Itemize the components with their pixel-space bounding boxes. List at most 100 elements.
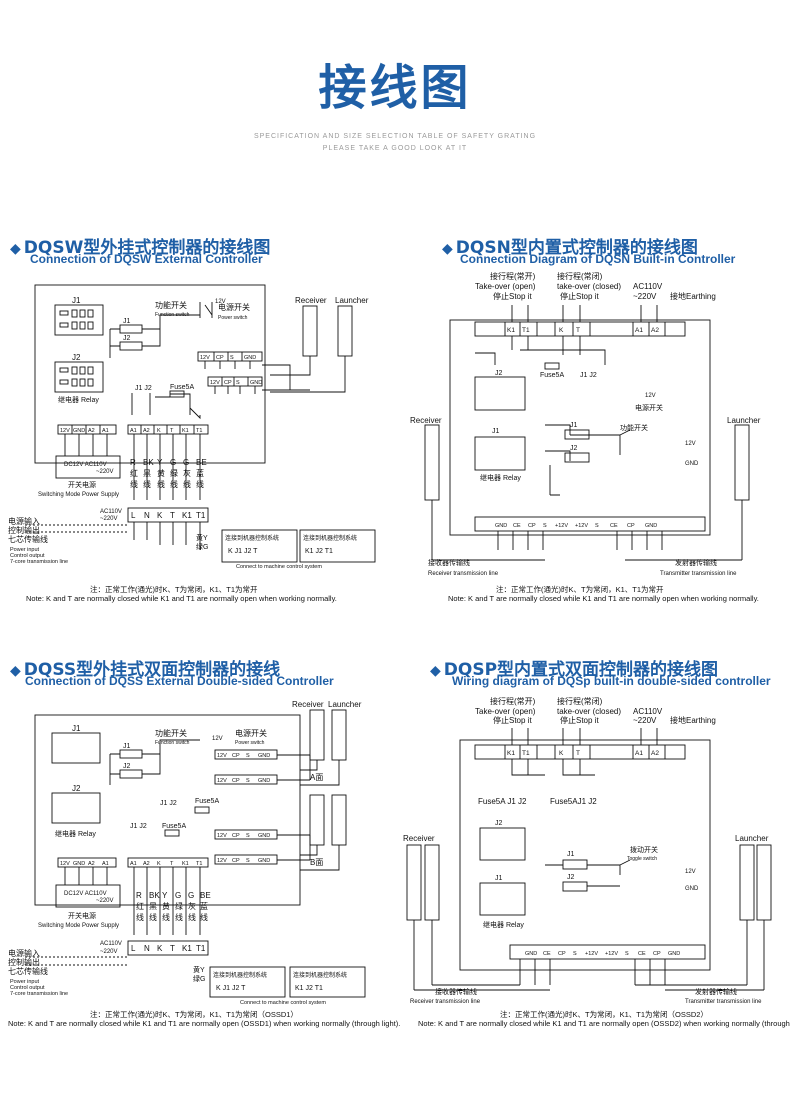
svg-text:停止Stop it: 停止Stop it	[560, 291, 599, 301]
svg-text:K: K	[157, 428, 161, 434]
svg-text:A1: A1	[130, 428, 137, 434]
svg-text:继电器 Relay: 继电器 Relay	[483, 920, 524, 929]
page-title: 接线图	[318, 60, 472, 116]
svg-text:电源输入: 电源输入	[8, 516, 40, 526]
func-switch-cn: 功能开关	[155, 300, 187, 310]
svg-text:12V: 12V	[60, 428, 70, 434]
svg-text:Switching Mode Power Supply: Switching Mode Power Supply	[38, 923, 119, 929]
svg-text:S: S	[543, 523, 547, 529]
svg-text:K1 J2 T1: K1 J2 T1	[295, 985, 323, 992]
svg-text:GND: GND	[73, 428, 85, 434]
svg-text:S: S	[246, 858, 250, 864]
svg-text:A面: A面	[310, 773, 323, 782]
svg-text:线: 线	[170, 479, 178, 489]
svg-text:AC110V: AC110V	[100, 941, 122, 947]
svg-text:12V: 12V	[645, 393, 656, 399]
svg-text:J2: J2	[495, 820, 503, 827]
svg-text:+12V: +12V	[585, 951, 598, 957]
svg-text:继电器 Relay: 继电器 Relay	[480, 473, 521, 482]
svg-text:Receiver: Receiver	[295, 296, 327, 305]
svg-text:A1: A1	[635, 750, 643, 757]
svg-text:J2: J2	[123, 335, 131, 342]
diamond-icon: ◆	[442, 241, 453, 257]
svg-text:继电器 Relay: 继电器 Relay	[58, 395, 99, 404]
svg-text:电源开关: 电源开关	[235, 728, 267, 738]
svg-text:线: 线	[162, 912, 170, 922]
svg-text:T1: T1	[522, 750, 530, 757]
svg-text:连接到机器控制系统: 连接到机器控制系统	[213, 971, 267, 979]
dqsw-controller-box	[34, 284, 266, 464]
svg-text:电源输入: 电源输入	[8, 948, 40, 958]
svg-text:Transmitter transmission line: Transmitter transmission line	[660, 571, 737, 577]
svg-text:Switching Mode Power Supply: Switching Mode Power Supply	[38, 492, 119, 498]
dqss-controller-box	[34, 714, 301, 906]
svg-text:~220V: ~220V	[96, 469, 114, 475]
svg-text:K1: K1	[182, 861, 189, 867]
svg-text:Y: Y	[157, 458, 163, 467]
j1-label: J1	[72, 296, 81, 305]
svg-text:12V: 12V	[217, 858, 227, 864]
svg-text:绿: 绿	[175, 902, 183, 911]
svg-text:G: G	[188, 891, 194, 900]
svg-text:GND: GND	[525, 951, 537, 957]
svg-text:CP: CP	[232, 858, 240, 864]
svg-text:GND: GND	[258, 833, 270, 839]
svg-text:GND: GND	[258, 858, 270, 864]
svg-text:GND: GND	[685, 461, 699, 467]
svg-text:K: K	[157, 511, 163, 520]
dqss-note-en: Note: K and T are normally closed while …	[8, 1019, 401, 1028]
svg-text:J1 J2: J1 J2	[580, 372, 597, 379]
svg-text:J1 J2: J1 J2	[135, 385, 152, 392]
svg-text:Transmitter transmission line: Transmitter transmission line	[685, 999, 762, 1005]
svg-text:CE: CE	[513, 523, 521, 529]
svg-text:J1 J2: J1 J2	[160, 800, 177, 807]
svg-text:停止Stop it: 停止Stop it	[560, 715, 599, 725]
dqsn-wiring-diagram: 接行程(常开) Take-over (open) 停止Stop it 接行程(常…	[410, 271, 761, 577]
svg-text:灰: 灰	[188, 901, 196, 911]
svg-text:S: S	[236, 380, 240, 386]
svg-text:七芯传输线: 七芯传输线	[8, 534, 48, 544]
svg-text:R: R	[136, 891, 142, 900]
svg-text:A1: A1	[635, 327, 643, 334]
svg-text:take-over (closed): take-over (closed)	[557, 707, 621, 716]
svg-text:K1 J2 T1: K1 J2 T1	[305, 548, 333, 555]
svg-text:GND: GND	[73, 861, 85, 867]
dqsp-note-cn: 注：正常工作(通光)时K、T为常闭，K1、T1为常闭（OSSD2）	[500, 1010, 708, 1019]
svg-text:线: 线	[188, 912, 196, 922]
svg-text:GND: GND	[258, 778, 270, 784]
svg-text:Receiver: Receiver	[403, 834, 435, 843]
svg-text:S: S	[246, 753, 250, 759]
svg-text:12V: 12V	[217, 753, 227, 759]
svg-text:N: N	[144, 944, 150, 953]
svg-text:黑: 黑	[149, 902, 157, 911]
svg-text:T: T	[576, 750, 580, 757]
dqss-wiring-diagram: J1 J2 继电器 Relay 功能开关 Function switch 电源开…	[8, 700, 366, 1006]
svg-text:GND: GND	[685, 886, 699, 892]
dqsp-title-cn: ◆DQSP型内置式双面控制器的接线图	[430, 660, 719, 680]
svg-text:CP: CP	[528, 523, 536, 529]
svg-text:12V: 12V	[60, 861, 70, 867]
svg-text:Fuse5A: Fuse5A	[170, 384, 194, 391]
svg-text:电源开关: 电源开关	[218, 302, 250, 312]
svg-text:AC110V: AC110V	[100, 509, 122, 515]
svg-text:发射器传输线: 发射器传输线	[675, 558, 717, 567]
dqsp-controller-box	[459, 739, 711, 971]
svg-text:J2: J2	[570, 445, 578, 452]
svg-text:发射器传输线: 发射器传输线	[695, 987, 737, 996]
svg-text:R: R	[130, 458, 136, 467]
svg-text:GND: GND	[668, 951, 680, 957]
svg-text:GND: GND	[495, 523, 507, 529]
svg-text:~220V: ~220V	[633, 292, 657, 301]
svg-text:12V: 12V	[217, 833, 227, 839]
svg-text:A2: A2	[88, 428, 95, 434]
svg-text:接收器传输线: 接收器传输线	[428, 558, 470, 567]
dqsw-wiring-diagram: J1 J2 继电器 Relay 功能开关 Function switch 电源开…	[8, 284, 376, 570]
svg-text:GND: GND	[258, 753, 270, 759]
svg-text:+12V: +12V	[555, 523, 568, 529]
svg-text:Receiver transmission line: Receiver transmission line	[428, 571, 499, 577]
svg-text:Receiver transmission line: Receiver transmission line	[410, 999, 481, 1005]
svg-text:GND: GND	[645, 523, 657, 529]
